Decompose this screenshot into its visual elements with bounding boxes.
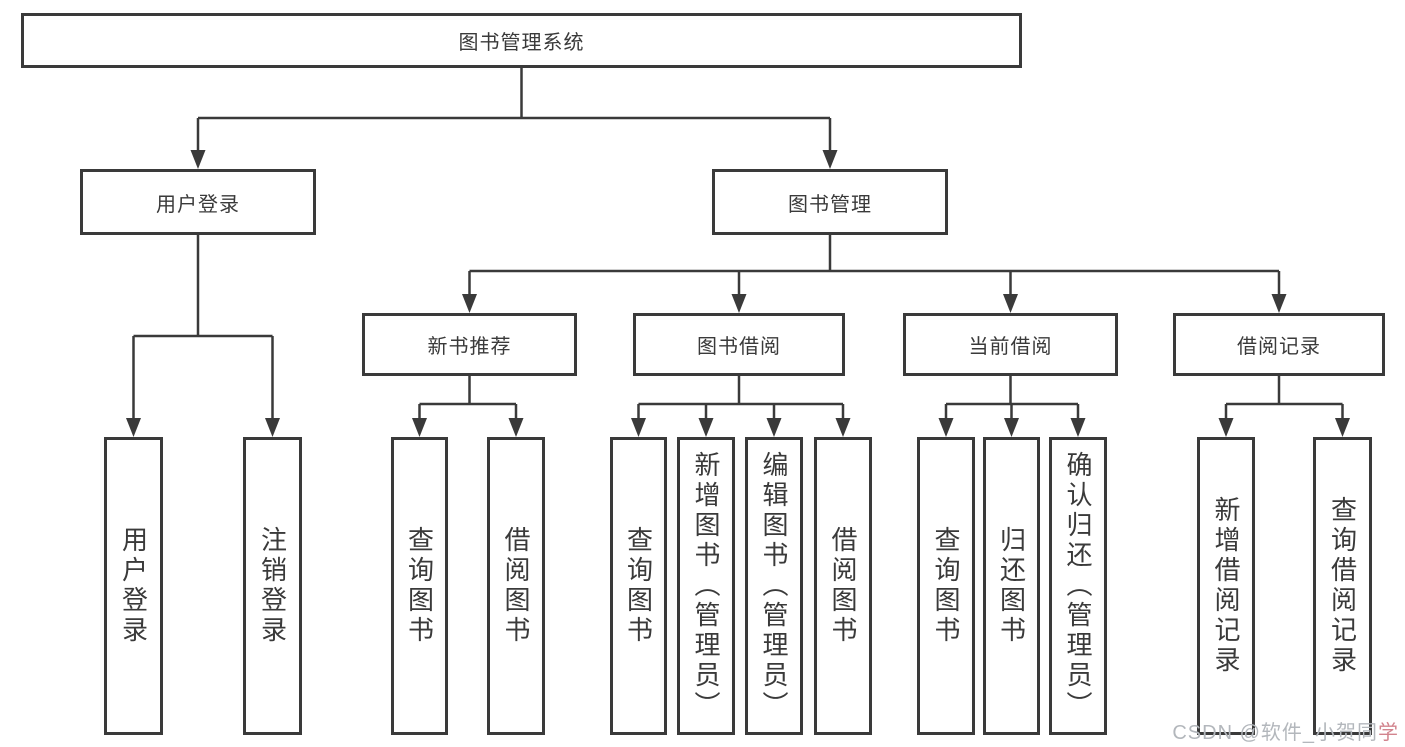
leaf-label: 查询图书: [623, 526, 654, 646]
leaf-borrow-query-book: 查询图书: [610, 437, 667, 735]
leaf-rec-query-book: 查询图书: [391, 437, 448, 735]
leaf-label: 查询图书: [404, 526, 435, 646]
leaf-label: 编辑图书（管理员）: [759, 451, 789, 721]
node-label: 图书借阅: [697, 336, 781, 358]
node-label: 借阅记录: [1237, 336, 1321, 358]
leaf-current-confirm-return-admin: 确认归还（管理员）: [1049, 437, 1107, 735]
watermark-accent-char: 学: [1378, 722, 1399, 744]
node-current-borrow: 当前借阅: [903, 313, 1118, 376]
leaf-label: 注销登录: [257, 526, 288, 646]
node-label: 图书管理系统: [458, 32, 585, 54]
node-new-book-recommend: 新书推荐: [362, 313, 577, 376]
watermark-text: CSDN @软件_小贺同: [1172, 722, 1378, 744]
node-label: 新书推荐: [427, 336, 512, 358]
node-library-management-system: 图书管理系统: [21, 13, 1022, 68]
leaf-borrow-edit-book-admin: 编辑图书（管理员）: [745, 437, 803, 735]
csdn-watermark: CSDN @软件_小贺同学: [1172, 716, 1399, 745]
leaf-label: 确认归还（管理员）: [1063, 451, 1093, 721]
leaf-label: 查询图书: [931, 526, 961, 646]
node-label: 当前借阅: [968, 336, 1053, 358]
node-book-borrow: 图书借阅: [633, 313, 845, 376]
leaf-label: 新增图书（管理员）: [691, 451, 721, 721]
leaf-label: 新增借阅记录: [1211, 496, 1241, 676]
leaf-label: 查询借阅记录: [1327, 496, 1358, 676]
leaf-logout: 注销登录: [243, 437, 302, 735]
leaf-current-return-book: 归还图书: [983, 437, 1040, 735]
leaf-records-query-record: 查询借阅记录: [1313, 437, 1372, 735]
node-label: 用户登录: [156, 193, 240, 216]
leaf-records-add-record: 新增借阅记录: [1197, 437, 1255, 735]
node-borrow-records: 借阅记录: [1173, 313, 1385, 376]
leaf-borrow-add-book-admin: 新增图书（管理员）: [677, 437, 735, 735]
node-label: 图书管理: [788, 193, 872, 216]
leaf-label: 借阅图书: [828, 526, 858, 646]
leaf-label: 用户登录: [118, 526, 149, 646]
leaf-user-login: 用户登录: [104, 437, 163, 735]
leaf-rec-borrow-book: 借阅图书: [487, 437, 545, 735]
leaf-borrow-borrow-book: 借阅图书: [814, 437, 872, 735]
leaf-current-query-book: 查询图书: [917, 437, 975, 735]
leaf-label: 归还图书: [996, 526, 1027, 646]
node-user-login: 用户登录: [80, 169, 316, 235]
node-book-management: 图书管理: [712, 169, 948, 235]
leaf-label: 借阅图书: [501, 526, 531, 646]
